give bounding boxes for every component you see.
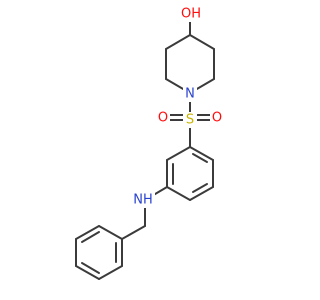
bond-ar-double-1 <box>192 153 208 163</box>
bond-ar3-ar4 <box>189 186 214 201</box>
atom-s: S <box>183 112 197 128</box>
atom-o-left: O <box>156 110 170 126</box>
atom-o-left-label: O <box>158 111 168 126</box>
bond-bz-double-2 <box>81 262 100 274</box>
bond-ar1-ar2 <box>189 146 214 161</box>
bond-bz1-bz2 <box>98 225 123 240</box>
bond-bz4-bz5 <box>75 265 100 280</box>
bond-c4-c3b <box>189 34 215 50</box>
bond-ar-double-2 <box>192 183 208 193</box>
atom-oh-label: OH <box>181 7 201 22</box>
atom-o-right: O <box>210 110 224 126</box>
bond-ar4-ar5 <box>166 186 191 201</box>
atom-n-ring: N <box>183 86 197 102</box>
bond-ar6-ar1 <box>166 146 191 161</box>
atom-nh-label: NH <box>133 193 153 208</box>
atom-o-right-label: O <box>212 111 222 126</box>
bond-bz5-bz6 <box>98 265 123 280</box>
atom-nh: NH <box>131 192 155 208</box>
atom-s-label: S <box>186 113 194 128</box>
molecule-structure: OH N S O O NH <box>75 6 224 280</box>
atom-oh: OH <box>180 6 202 22</box>
bond-bz2-bz3 <box>75 225 100 240</box>
bond-c4-c3a <box>165 34 191 50</box>
bond-bz-double-1 <box>81 231 100 243</box>
bond-ch2-benzyl <box>121 225 146 240</box>
atom-n-ring-label: N <box>185 87 195 102</box>
